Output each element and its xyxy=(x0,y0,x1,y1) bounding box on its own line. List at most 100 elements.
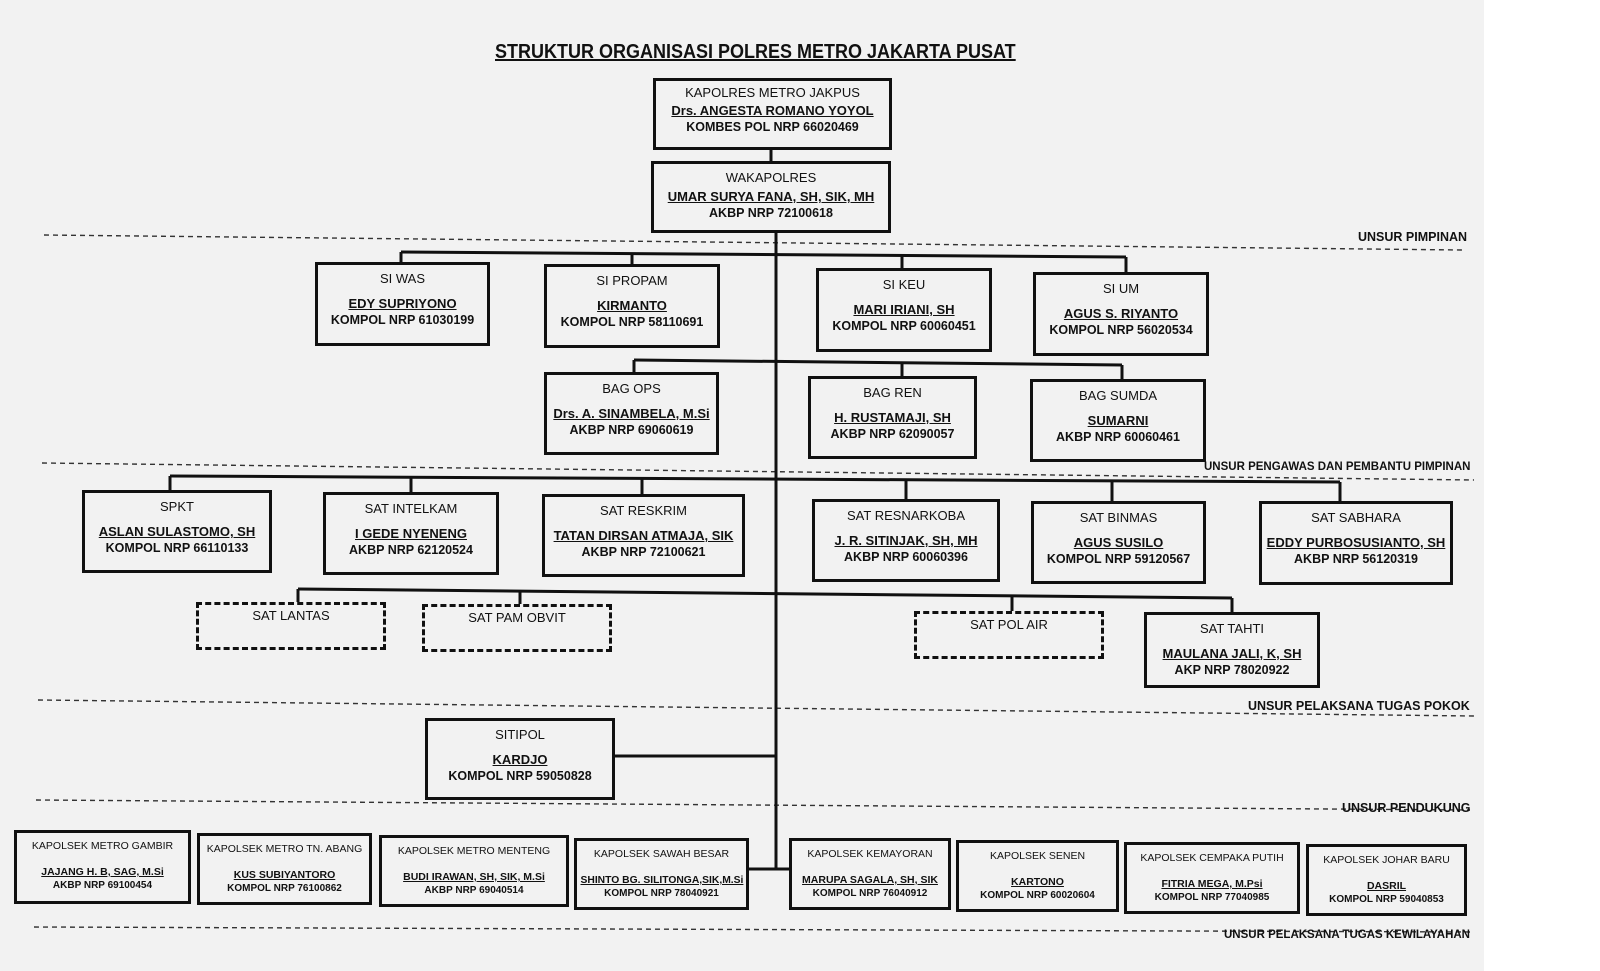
node-name: EDDY PURBOSUSIANTO, SH xyxy=(1266,535,1446,550)
node-nrp: KOMPOL NRP 60060451 xyxy=(832,319,976,333)
org-node-si-propam: SI PROPAM KIRMANTO KOMPOL NRP 58110691 xyxy=(544,264,720,348)
node-unit: KAPOLSEK METRO MENTENG xyxy=(397,845,551,857)
node-name: MAULANA JALI, K, SH xyxy=(1162,646,1302,661)
node-unit: KAPOLSEK SAWAH BESAR xyxy=(593,848,730,860)
node-unit: SAT RESNARKOBA xyxy=(847,508,965,523)
org-node-bag-ren: BAG REN H. RUSTAMAJI, SH AKBP NRP 620900… xyxy=(808,376,977,459)
node-nrp: KOMPOL NRP 76040912 xyxy=(812,888,928,899)
org-node-spkt: SPKT ASLAN SULASTOMO, SH KOMPOL NRP 6611… xyxy=(82,490,272,573)
node-name: H. RUSTAMAJI, SH xyxy=(834,410,951,425)
org-node-sat-reskrim: SAT RESKRIM TATAN DIRSAN ATMAJA, SIK AKB… xyxy=(542,494,745,577)
org-node-si-um: SI UM AGUS S. RIYANTO KOMPOL NRP 5602053… xyxy=(1033,272,1209,356)
node-unit: KAPOLRES METRO JAKPUS xyxy=(685,85,860,100)
node-unit: WAKAPOLRES xyxy=(725,170,817,185)
node-unit: KAPOLSEK KEMAYORAN xyxy=(807,848,933,860)
node-nrp: KOMPOL NRP 58110691 xyxy=(560,315,704,329)
node-name: TATAN DIRSAN ATMAJA, SIK xyxy=(553,528,734,543)
node-name: Drs. ANGESTA ROMANO YOYOL xyxy=(671,103,874,118)
org-node-kapolsek-kemayoran: KAPOLSEK KEMAYORAN MARUPA SAGALA, SH, SI… xyxy=(789,838,951,910)
node-unit: SAT BINMAS xyxy=(1079,510,1158,525)
node-name: AGUS SUSILO xyxy=(1073,535,1164,550)
node-nrp: KOMPOL NRP 56020534 xyxy=(1049,323,1193,337)
node-unit: SAT INTELKAM xyxy=(364,501,458,516)
org-node-wakapolres: WAKAPOLRES UMAR SURYA FANA, SH, SIK, MH … xyxy=(651,161,891,233)
node-unit: BAG SUMDA xyxy=(1078,388,1157,403)
section-label-pelaksana: UNSUR PELAKSANA TUGAS POKOK xyxy=(1248,699,1470,713)
org-node-sat-sabhara: SAT SABHARA EDDY PURBOSUSIANTO, SH AKBP … xyxy=(1259,501,1453,585)
node-unit: SITIPOL xyxy=(495,727,545,742)
node-nrp: KOMPOL NRP 60020604 xyxy=(980,890,1095,901)
node-nrp: AKBP NRP 60060396 xyxy=(844,550,968,564)
node-unit: KAPOLSEK METRO GAMBIR xyxy=(31,840,174,852)
node-nrp: KOMPOL NRP 59040853 xyxy=(1329,894,1444,905)
node-name: DASRIL xyxy=(1366,880,1407,892)
node-nrp: KOMPOL NRP 61030199 xyxy=(330,313,475,327)
sat-row-bus xyxy=(169,474,1341,484)
node-unit: SAT TAHTI xyxy=(1199,621,1265,636)
lower-sat-bus xyxy=(297,587,1233,600)
node-unit: SAT RESKRIM xyxy=(600,503,687,518)
node-nrp: AKBP NRP 56120319 xyxy=(1294,552,1418,566)
node-nrp: KOMPOL NRP 78040921 xyxy=(604,888,719,899)
section-label-kewilayahan: UNSUR PELAKSANA TUGAS KEWILAYAHAN xyxy=(1224,929,1470,941)
org-node-sat-intelkam: SAT INTELKAM I GEDE NYENENG AKBP NRP 621… xyxy=(323,492,499,575)
node-name: KIRMANTO xyxy=(597,298,667,313)
node-name: J. R. SITINJAK, SH, MH xyxy=(834,533,978,548)
section-label-pendukung: UNSUR PENDUKUNG xyxy=(1342,801,1471,815)
node-unit: SI PROPAM xyxy=(596,273,668,288)
org-node-kapolsek-sawah-besar: KAPOLSEK SAWAH BESAR SHINTO BG. SILITONG… xyxy=(574,838,749,910)
node-nrp: KOMPOL NRP 66110133 xyxy=(105,541,249,555)
separator-pengawas xyxy=(41,462,1475,481)
node-unit: SI WAS xyxy=(379,271,426,286)
node-name: FITRIA MEGA, M.Psi xyxy=(1161,878,1263,890)
node-name: KUS SUBIYANTORO xyxy=(233,869,336,881)
org-node-sitipol: SITIPOL KARDJO KOMPOL NRP 59050828 xyxy=(425,718,615,800)
node-unit: SAT SABHARA xyxy=(1311,510,1401,525)
org-node-bag-ops: BAG OPS Drs. A. SINAMBELA, M.Si AKBP NRP… xyxy=(544,372,719,455)
node-name: SHINTO BG. SILITONGA,SIK,M.Si xyxy=(580,874,743,886)
node-nrp: AKBP NRP 62120524 xyxy=(349,543,473,557)
node-unit: KAPOLSEK CEMPAKA PUTIH xyxy=(1140,852,1284,864)
node-name: JAJANG H. B, SAG, M.Si xyxy=(41,866,164,878)
node-nrp: AKBP NRP 62090057 xyxy=(830,427,955,441)
node-name: AGUS S. RIYANTO xyxy=(1063,306,1179,321)
node-name: EDY SUPRIYONO xyxy=(348,296,457,311)
section-label-pengawas: UNSUR PENGAWAS DAN PEMBANTU PIMPINAN xyxy=(1204,461,1471,473)
si-row-bus xyxy=(400,250,1127,259)
node-nrp: AKBP NRP 72100618 xyxy=(709,206,833,220)
org-node-kapolres: KAPOLRES METRO JAKPUS Drs. ANGESTA ROMAN… xyxy=(653,78,892,150)
org-node-sat-resnarkoba: SAT RESNARKOBA J. R. SITINJAK, SH, MH AK… xyxy=(812,499,1000,582)
org-node-kapolsek-gambir: KAPOLSEK METRO GAMBIR JAJANG H. B, SAG, … xyxy=(14,830,191,904)
node-nrp: KOMPOL NRP 77040985 xyxy=(1154,892,1270,903)
node-name: SUMARNI xyxy=(1087,413,1149,428)
node-name: Drs. A. SINAMBELA, M.Si xyxy=(553,406,710,421)
node-name: KARDJO xyxy=(492,752,548,767)
node-unit: SPKT xyxy=(160,499,194,514)
org-node-sat-pam-obvit: SAT PAM OBVIT xyxy=(422,604,612,652)
section-label-pimpinan: UNSUR PIMPINAN xyxy=(1358,230,1468,244)
org-node-sat-tahti: SAT TAHTI MAULANA JALI, K, SH AKP NRP 78… xyxy=(1144,612,1320,688)
node-nrp: AKBP NRP 69060619 xyxy=(569,423,694,437)
node-nrp: KOMBES POL NRP 66020469 xyxy=(686,120,859,134)
node-name: ASLAN SULASTOMO, SH xyxy=(98,524,256,539)
org-node-sat-pol-air: SAT POL AIR xyxy=(914,611,1104,659)
node-unit: KAPOLSEK METRO TN. ABANG xyxy=(206,843,363,855)
node-name: UMAR SURYA FANA, SH, SIK, MH xyxy=(667,189,875,204)
separator-pimpinan xyxy=(43,234,1463,251)
node-unit: KAPOLSEK JOHAR BARU xyxy=(1323,854,1450,866)
node-unit: SAT POL AIR xyxy=(970,617,1048,632)
node-nrp: AKBP NRP 69100454 xyxy=(52,880,153,891)
org-node-sat-binmas: SAT BINMAS AGUS SUSILO KOMPOL NRP 591205… xyxy=(1031,501,1206,584)
org-node-kapolsek-senen: KAPOLSEK SENEN KARTONO KOMPOL NRP 600206… xyxy=(956,840,1119,912)
org-node-kapolsek-tn-abang: KAPOLSEK METRO TN. ABANG KUS SUBIYANTORO… xyxy=(197,833,372,905)
node-unit: SAT LANTAS xyxy=(252,608,330,623)
chart-title: STRUKTUR ORGANISASI POLRES METRO JAKARTA… xyxy=(495,41,1016,63)
node-nrp: AKBP NRP 72100621 xyxy=(581,545,706,559)
node-name: MARI IRIANI, SH xyxy=(853,302,955,317)
bag-row-bus xyxy=(633,358,1123,367)
node-nrp: AKBP NRP 60060461 xyxy=(1056,430,1180,444)
node-unit: KAPOLSEK SENEN xyxy=(989,850,1086,862)
node-nrp: AKBP NRP 69040514 xyxy=(424,885,524,896)
node-unit: SI UM xyxy=(1102,281,1140,296)
